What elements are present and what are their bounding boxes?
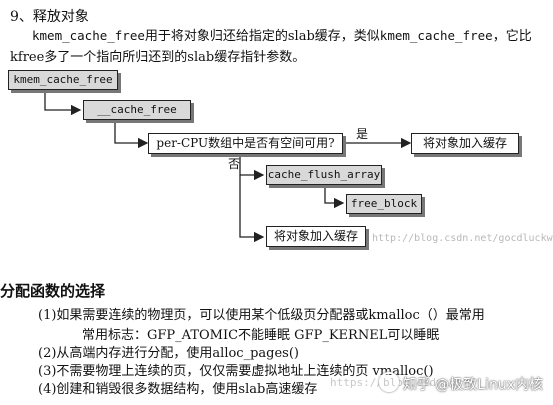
connector-line xyxy=(239,152,265,243)
function-name-2: kmem_cache_free xyxy=(379,28,493,43)
box-cache-flush-array: cache_flush_array xyxy=(266,165,382,185)
function-name: kmem_cache_free xyxy=(32,28,145,43)
blog-watermark: http://blog.csdn.net/gocdluckwhh xyxy=(372,233,553,244)
list-item-2: (2)从高端内存进行分配，使用alloc_pages() xyxy=(38,346,299,361)
zhihu-brand: 知乎 @极致Linux内核 xyxy=(375,372,543,394)
section-paragraph: kmem_cache_free用于将对象归还给指定的slab缓存，类似kmem_… xyxy=(10,25,550,68)
list-item-4: (4)创建和销毁很多数据结构，使用slab高速缓存 xyxy=(38,382,318,397)
csdn-watermark: https://blog.csdn.net/ xyxy=(330,376,476,389)
list-item-3: (3)不需要物理上连续的页，仅仅需要虚拟地址上连续的页 vmalloc() xyxy=(38,364,434,379)
box-percpu-question: per-CPU数组中是否有空间可用? xyxy=(148,133,343,154)
brand-text: 知乎 @极致Linux内核 xyxy=(402,377,543,393)
list-item-1-sub: 常用标志：GFP_ATOMIC不能睡眠 GFP_KERNEL可以睡眠 xyxy=(82,328,440,343)
paragraph-text-2: ，它比kfree多了一个指向所归还到的slab缓存指针参数。 xyxy=(10,29,532,65)
list-item-1: (1)如果需要连续的物理页，可以使用某个低级页分配器或kmalloc（）最常用 xyxy=(38,308,485,323)
zhihu-logo-icon xyxy=(378,372,399,392)
section-title: 分配函数的选择 xyxy=(0,282,106,300)
paragraph-text: 用于将对象归还给指定的slab缓存，类似 xyxy=(144,29,380,44)
box-add-to-cache-yes: 将对象加入缓存 xyxy=(411,133,519,154)
box-free-block: free_block xyxy=(346,194,422,214)
connector-line xyxy=(324,184,345,209)
label-no: 否 xyxy=(228,157,241,171)
box-kmem-cache-free: kmem_cache_free xyxy=(8,70,118,90)
connector-line xyxy=(44,85,82,116)
label-yes: 是 xyxy=(356,127,369,141)
box-cache-free: __cache_free xyxy=(83,100,191,120)
connector-line xyxy=(114,119,149,149)
section-heading: 9、释放对象 xyxy=(10,9,89,25)
box-add-to-cache-no: 将对象加入缓存 xyxy=(266,226,366,247)
